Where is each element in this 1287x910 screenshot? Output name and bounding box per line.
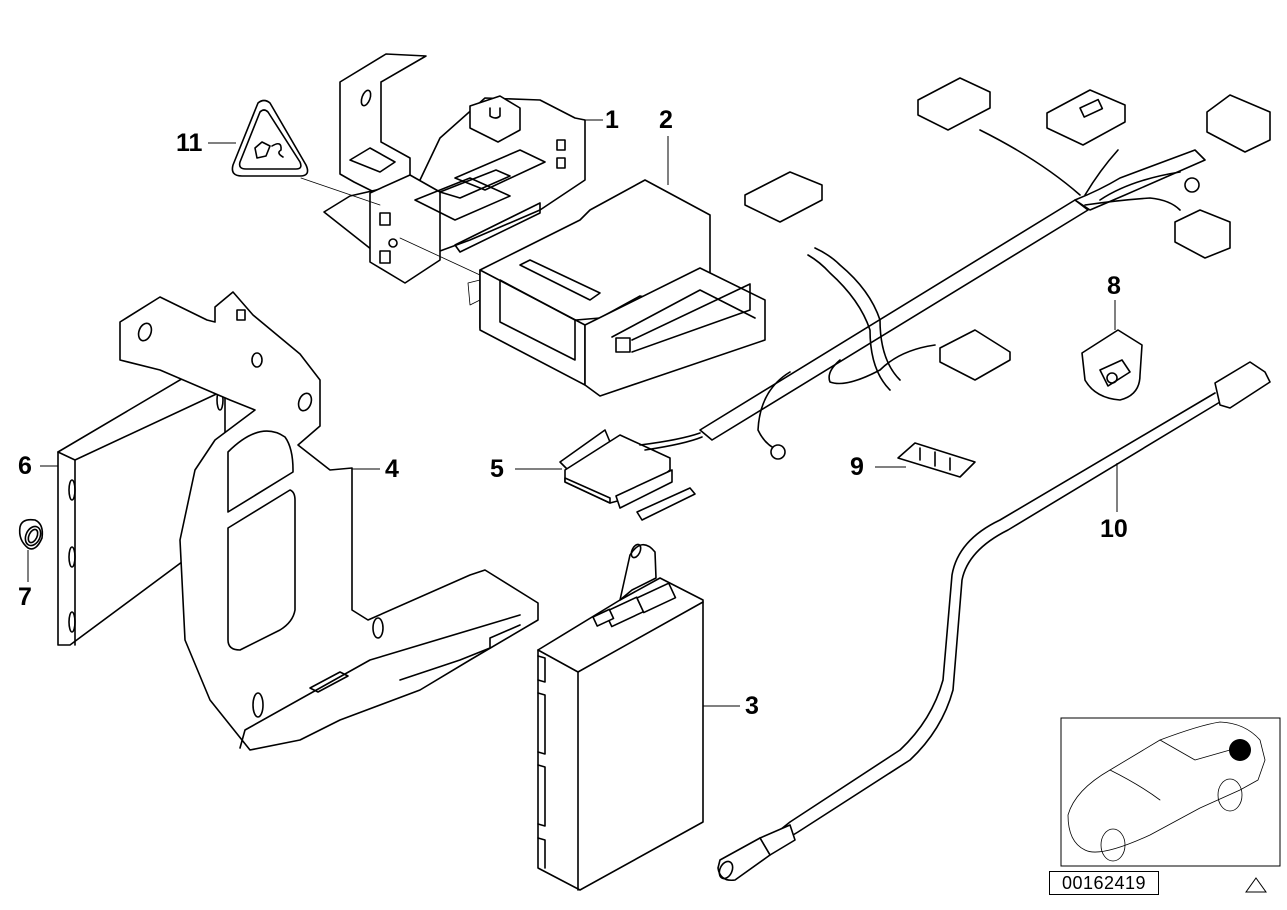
callout-10[interactable]: 10: [1100, 515, 1128, 543]
contact-clip-part-9[interactable]: [897, 442, 976, 478]
callout-11[interactable]: 11: [176, 129, 203, 157]
connector-housing-part-8[interactable]: [1081, 329, 1143, 401]
location-marker: [1229, 739, 1251, 761]
bracket-part-1[interactable]: [323, 53, 586, 284]
callout-2[interactable]: 2: [659, 106, 673, 134]
reference-number: 00162419: [1049, 871, 1159, 895]
callout-9[interactable]: 9: [850, 453, 864, 481]
callout-5[interactable]: 5: [490, 455, 504, 483]
triangle-icon: [1245, 877, 1267, 893]
antenna-cable-part-10[interactable]: [717, 361, 1271, 882]
leader-lines: [27, 119, 1118, 707]
nut-part-7[interactable]: [18, 518, 44, 550]
wiring-harness[interactable]: [699, 77, 1271, 460]
control-module-part-3[interactable]: [537, 543, 704, 891]
callout-8[interactable]: 8: [1107, 272, 1121, 300]
control-unit-part-2[interactable]: [467, 179, 766, 397]
callout-4[interactable]: 4: [385, 455, 399, 483]
callout-6[interactable]: 6: [18, 452, 32, 480]
mounting-bracket-part-4[interactable]: [119, 291, 539, 751]
callout-1[interactable]: 1: [605, 106, 619, 134]
vehicle-locator-inset: [1060, 717, 1281, 867]
callout-7[interactable]: 7: [18, 583, 32, 611]
connector-plug-part-5[interactable]: [559, 429, 703, 521]
callout-3[interactable]: 3: [745, 692, 759, 720]
warning-label-part-11[interactable]: [231, 99, 309, 177]
